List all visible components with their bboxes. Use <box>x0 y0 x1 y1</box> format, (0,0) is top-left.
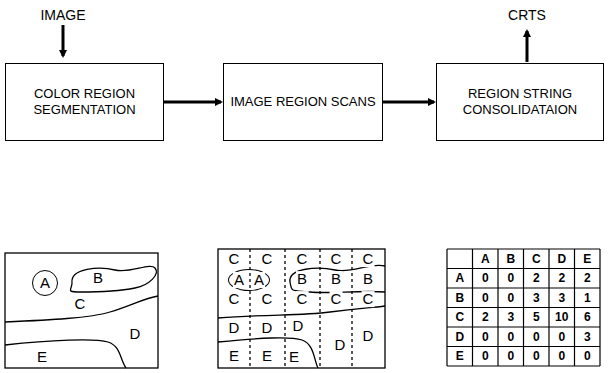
box-text: IMAGE REGION SCANS <box>224 94 381 110</box>
io-label: CRTS <box>507 8 547 23</box>
region-letter: D <box>292 318 305 334</box>
flow-arrow <box>164 101 221 104</box>
segmented-image <box>5 253 158 368</box>
table-cell: 2 <box>532 272 541 285</box>
box-text: COLOR REGION SEGMENTATION <box>6 86 163 118</box>
box-text: REGION STRING CONSOLIDATAION <box>437 86 603 118</box>
io-label: IMAGE <box>39 8 86 23</box>
region-letter: D <box>228 320 241 336</box>
region-letter: E <box>228 348 240 364</box>
count-table-grid <box>447 249 600 366</box>
table-cell: 0 <box>481 330 490 343</box>
process-box: COLOR REGION SEGMENTATION <box>5 63 164 141</box>
table-cell: 0 <box>481 272 490 285</box>
region-letter: A <box>233 272 245 288</box>
process-box: IMAGE REGION SCANS <box>223 63 383 141</box>
process-box: REGION STRING CONSOLIDATAION <box>436 63 604 141</box>
table-cell: 3 <box>557 291 566 304</box>
region-letter: C <box>330 251 343 267</box>
region-letter: C <box>296 251 309 267</box>
region-letter: C <box>362 291 375 307</box>
region-letter: D <box>129 326 142 342</box>
region-letter: E <box>261 348 273 364</box>
table-cell: 3 <box>532 291 541 304</box>
table-cell: 0 <box>481 350 490 363</box>
table-cell: 1 <box>583 291 592 304</box>
table-header: E <box>582 252 592 265</box>
region-letter: C <box>296 291 309 307</box>
table-cell: 0 <box>532 350 541 363</box>
region-letter: C <box>330 291 343 307</box>
io-arrows <box>63 25 527 62</box>
table-cell: 0 <box>557 330 566 343</box>
table-header: B <box>505 252 516 265</box>
table-cell: 3 <box>506 311 515 324</box>
region-letter: A <box>39 275 51 291</box>
region-letter: B <box>330 271 342 287</box>
table-header: A <box>454 272 465 285</box>
region-letter: C <box>74 296 87 312</box>
region-letter: C <box>228 251 241 267</box>
table-cell: 0 <box>532 330 541 343</box>
scanned-image <box>218 249 385 368</box>
table-cell: 0 <box>506 350 515 363</box>
table-cell: 2 <box>557 272 566 285</box>
region-letter: C <box>228 291 241 307</box>
table-cell: 3 <box>583 330 592 343</box>
table-cell: 0 <box>557 350 566 363</box>
region-letter: C <box>261 251 274 267</box>
table-header: A <box>480 252 491 265</box>
table-cell: 10 <box>554 311 569 324</box>
flow-arrow <box>383 101 434 104</box>
table-cell: 2 <box>583 272 592 285</box>
region-letter: B <box>92 270 104 286</box>
table-header: D <box>556 252 567 265</box>
table-header: B <box>454 291 465 304</box>
region-letter: D <box>362 328 375 344</box>
table-cell: 0 <box>583 350 592 363</box>
region-letter: C <box>362 251 375 267</box>
region-letter: B <box>362 271 374 287</box>
region-letter: C <box>261 291 274 307</box>
table-cell: 0 <box>506 330 515 343</box>
table-cell: 0 <box>506 272 515 285</box>
region-letter: E <box>36 349 48 365</box>
table-header: C <box>531 252 542 265</box>
region-letter: A <box>253 272 265 288</box>
table-cell: 6 <box>583 311 592 324</box>
table-cell: 2 <box>481 311 490 324</box>
table-header: D <box>454 330 465 343</box>
region-letter: B <box>296 271 308 287</box>
region-letter: D <box>261 320 274 336</box>
region-letter: D <box>334 337 347 353</box>
table-header: C <box>454 311 465 324</box>
region-circle: A <box>32 270 58 296</box>
region-circle: AA <box>228 269 270 291</box>
table-cell: 0 <box>506 291 515 304</box>
table-cell: 0 <box>481 291 490 304</box>
region-letter: E <box>288 349 300 365</box>
table-header: E <box>455 350 465 363</box>
table-cell: 5 <box>532 311 541 324</box>
